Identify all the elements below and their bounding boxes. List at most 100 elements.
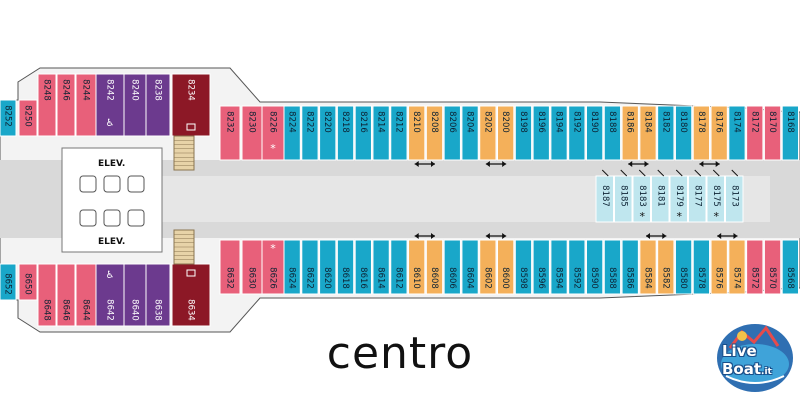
cabin-box: [408, 105, 426, 161]
cabin-number: 8638: [153, 299, 163, 321]
cabin[interactable]: 8248: [37, 73, 57, 137]
cabin[interactable]: 8252: [0, 99, 17, 137]
cabin[interactable]: 8230: [241, 105, 263, 161]
cabin[interactable]: 8638: [145, 263, 171, 327]
cabin[interactable]: 8630: [241, 239, 263, 295]
inner-cabin[interactable]: 8185: [614, 169, 633, 223]
cabin[interactable]: 8198: [514, 105, 533, 161]
cabin[interactable]: 8578: [692, 239, 711, 295]
cabin[interactable]: 8196: [532, 105, 550, 161]
cabin[interactable]: 8222: [301, 105, 319, 161]
cabin[interactable]: 8616: [354, 239, 372, 295]
cabin[interactable]: 8206: [443, 105, 461, 161]
cabin[interactable]: 8186: [621, 105, 649, 167]
cabin[interactable]: 8590: [585, 239, 604, 295]
cabin[interactable]: 8232: [219, 105, 241, 161]
cabin[interactable]: 8220: [319, 105, 337, 161]
cabin[interactable]: 8194: [550, 105, 568, 161]
cabin[interactable]: 8594: [550, 239, 568, 295]
cabin[interactable]: 8588: [603, 239, 622, 295]
cabin[interactable]: 8584: [639, 233, 667, 295]
inner-cabin[interactable]: 8175*: [706, 169, 725, 223]
cabin-number: 8186: [625, 111, 635, 133]
cabin[interactable]: 8172: [746, 105, 764, 161]
cabin[interactable]: 8182: [657, 105, 675, 161]
cabin[interactable]: 8210: [408, 105, 435, 167]
cabin[interactable]: 8574: [728, 239, 746, 295]
cabin[interactable]: 8176: [710, 105, 728, 161]
cabin[interactable]: 8582: [657, 239, 675, 295]
cabin[interactable]: 8648: [37, 263, 57, 327]
inner-cabin[interactable]: 8177: [688, 169, 707, 223]
cabin[interactable]: 8214: [372, 105, 390, 161]
cabin[interactable]: 8626*: [261, 239, 285, 295]
inner-cabin[interactable]: 8173: [725, 169, 744, 223]
inner-cabin[interactable]: 8187: [595, 169, 614, 223]
cabin[interactable]: 8170: [763, 105, 782, 161]
cabin-box: [390, 105, 408, 161]
cabin[interactable]: 8178: [692, 105, 720, 167]
cabin[interactable]: 8184: [639, 105, 657, 161]
cabin[interactable]: 8242♿: [95, 73, 125, 137]
cabin[interactable]: 8600: [497, 239, 515, 295]
cabin[interactable]: 8606: [443, 239, 461, 295]
cabin-box: [56, 263, 76, 327]
cabin[interactable]: 8614: [372, 239, 390, 295]
cabin[interactable]: 8586: [621, 239, 639, 295]
cabin[interactable]: 8580: [674, 239, 693, 295]
cabin[interactable]: 8216: [354, 105, 372, 161]
cabin[interactable]: 8612: [390, 239, 408, 295]
cabin[interactable]: 8618: [336, 239, 355, 295]
cabin[interactable]: 8244: [75, 73, 97, 137]
cabin[interactable]: 8218: [336, 105, 355, 161]
cabin[interactable]: 8180: [674, 105, 693, 161]
cabin-number: 8588: [607, 267, 617, 289]
cabin[interactable]: 8624: [283, 239, 301, 295]
zone-title: centro: [326, 328, 474, 379]
cabin[interactable]: 8640: [123, 263, 147, 327]
cabin[interactable]: 8642♿: [95, 263, 125, 327]
cabin[interactable]: 8602: [479, 233, 507, 295]
cabin[interactable]: 8592: [568, 239, 586, 295]
cabin[interactable]: 8240: [123, 73, 147, 137]
cabin[interactable]: 8576: [710, 233, 738, 295]
cabin[interactable]: 8224: [283, 105, 301, 161]
cabin[interactable]: 8570: [763, 239, 782, 295]
cabin[interactable]: 8646: [56, 263, 76, 327]
cabin[interactable]: 8572: [746, 239, 764, 295]
cabin[interactable]: 8610: [408, 233, 435, 295]
cabin[interactable]: 8596: [532, 239, 550, 295]
cabin[interactable]: 8620: [319, 239, 337, 295]
cabin[interactable]: 8652: [0, 263, 17, 301]
cabin-box: [95, 263, 125, 327]
cabin[interactable]: 8608: [425, 239, 444, 295]
cabin[interactable]: 8190: [585, 105, 604, 161]
inner-cabin[interactable]: 8183*: [632, 169, 651, 223]
cabin[interactable]: 8174: [728, 105, 746, 161]
cabin[interactable]: 8226*: [261, 105, 285, 161]
cabin[interactable]: 8598: [514, 239, 533, 295]
cabin[interactable]: 8238: [145, 73, 171, 137]
cabin[interactable]: 8202: [479, 105, 507, 167]
inner-cabin[interactable]: 8179*: [669, 169, 688, 223]
cabin-box: [639, 239, 657, 295]
cabin[interactable]: 8568: [781, 239, 800, 295]
cabin[interactable]: 8246: [56, 73, 76, 137]
cabin[interactable]: 8634: [171, 263, 211, 327]
inner-cabin[interactable]: 8181: [651, 169, 670, 223]
cabin[interactable]: 8188: [603, 105, 622, 161]
cabin[interactable]: 8644: [75, 263, 97, 327]
cabin[interactable]: 8250: [18, 99, 38, 137]
cabin[interactable]: 8650: [18, 263, 38, 301]
cabin[interactable]: 8212: [390, 105, 408, 161]
cabin[interactable]: 8168: [781, 105, 800, 161]
cabin[interactable]: 8604: [461, 239, 479, 295]
cabin[interactable]: 8208: [425, 105, 444, 161]
cabin[interactable]: 8234: [171, 73, 211, 137]
cabin-number: 8185: [618, 185, 628, 207]
cabin[interactable]: 8632: [219, 239, 241, 295]
cabin[interactable]: 8622: [301, 239, 319, 295]
cabin[interactable]: 8192: [568, 105, 586, 161]
cabin[interactable]: 8200: [497, 105, 515, 161]
cabin[interactable]: 8204: [461, 105, 479, 161]
